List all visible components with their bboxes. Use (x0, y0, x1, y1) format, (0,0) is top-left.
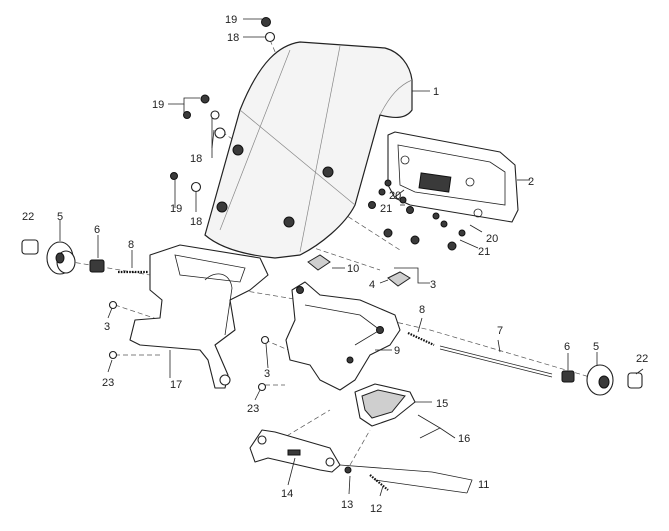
panel-fasteners (368, 179, 466, 251)
label-17: 17 (170, 379, 182, 391)
label-23-left: 23 (102, 377, 114, 389)
label-19-left: 19 (152, 99, 164, 111)
windscreen (204, 41, 413, 259)
label-6-left: 6 (94, 224, 100, 236)
label-9: 9 (394, 345, 400, 357)
rod-right-assembly (407, 332, 643, 396)
grille-plate (354, 383, 416, 427)
label-4: 4 (369, 279, 375, 291)
label-19-top: 19 (225, 14, 237, 26)
label-22-right: 22 (636, 353, 648, 365)
mounting-clips (307, 254, 411, 287)
label-8-left: 8 (128, 239, 134, 251)
windscreen-fasteners (170, 17, 276, 193)
callout-labels: 19 18 1 2 19 18 19 18 20 21 20 21 10 4 3… (22, 14, 648, 515)
label-10: 10 (347, 263, 359, 275)
screws (108, 300, 270, 392)
label-18-lower: 18 (190, 216, 202, 228)
label-14: 14 (281, 488, 293, 500)
label-18-top: 18 (227, 32, 239, 44)
label-21-right: 21 (478, 246, 490, 258)
label-1: 1 (433, 86, 439, 98)
label-16: 16 (458, 433, 470, 445)
lower-pins (339, 464, 468, 494)
label-3-center: 3 (264, 368, 270, 380)
label-2: 2 (528, 176, 534, 188)
label-11: 11 (478, 479, 489, 491)
left-knob-assembly (21, 239, 148, 275)
instrument-panel (387, 131, 519, 223)
label-20-top: 20 (389, 190, 401, 202)
label-19-lower: 19 (170, 203, 182, 215)
label-22-left: 22 (22, 211, 34, 223)
callout-leaders (59, 18, 644, 497)
label-3-right: 3 (430, 279, 436, 291)
label-18-left: 18 (190, 153, 202, 165)
label-23-center: 23 (247, 403, 259, 415)
label-20-right: 20 (486, 233, 498, 245)
label-15: 15 (436, 398, 448, 410)
label-12: 12 (370, 503, 382, 515)
label-3-left: 3 (104, 321, 110, 333)
label-5-right: 5 (593, 341, 599, 353)
label-21-top: 21 (380, 203, 392, 215)
center-bracket (285, 281, 401, 391)
label-6-right: 6 (564, 341, 570, 353)
left-bracket (129, 244, 269, 389)
label-7: 7 (497, 325, 503, 337)
label-8-right: 8 (419, 304, 425, 316)
label-13: 13 (341, 499, 353, 511)
lower-bracket (249, 429, 341, 473)
label-5-left: 5 (57, 211, 63, 223)
